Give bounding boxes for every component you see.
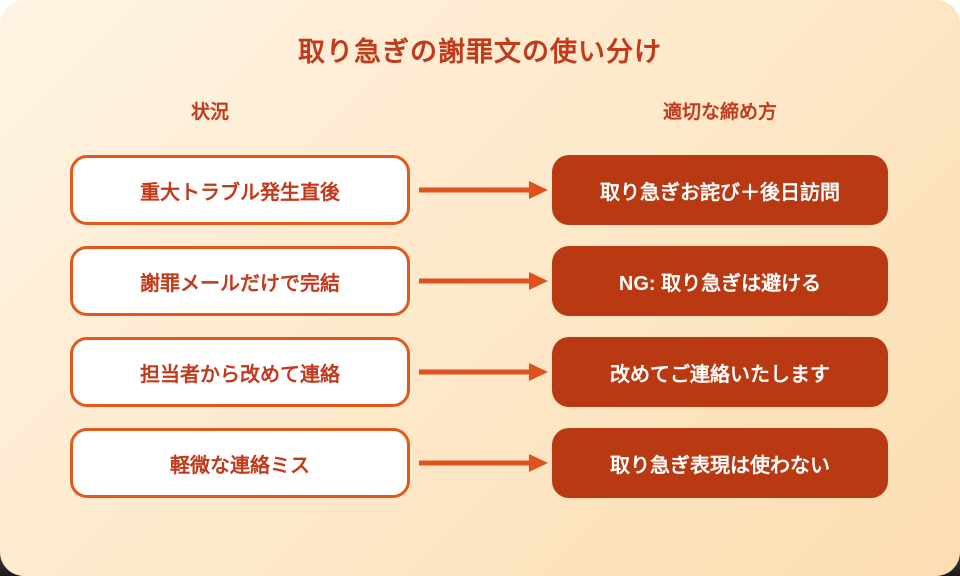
situation-box: 謝罪メールだけで完結 <box>70 246 410 316</box>
closing-box: 取り急ぎ表現は使わない <box>552 428 888 498</box>
closing-box: 取り急ぎお詫び＋後日訪問 <box>552 155 888 225</box>
right-arrow-icon <box>419 181 548 199</box>
column-header-closing: 適切な締め方 <box>662 102 777 123</box>
table-row: 重大トラブル発生直後 取り急ぎお詫び＋後日訪問 <box>0 155 960 225</box>
closing-box: NG: 取り急ぎは避ける <box>552 246 888 316</box>
closing-box: 改めてご連絡いたします <box>552 337 888 407</box>
table-row: 担当者から改めて連絡 改めてご連絡いたします <box>0 337 960 407</box>
page-title: 取り急ぎの謝罪文の使い分け <box>298 37 662 67</box>
column-header-situation: 状況 <box>190 102 229 123</box>
right-arrow-icon <box>419 272 548 290</box>
table-row: 軽微な連絡ミス 取り急ぎ表現は使わない <box>0 428 960 498</box>
right-arrow-icon <box>419 363 548 381</box>
situation-box: 担当者から改めて連絡 <box>70 337 410 407</box>
situation-box: 重大トラブル発生直後 <box>70 155 410 225</box>
right-arrow-icon <box>419 454 548 472</box>
situation-box: 軽微な連絡ミス <box>70 428 410 498</box>
table-row: 謝罪メールだけで完結 NG: 取り急ぎは避ける <box>0 246 960 316</box>
